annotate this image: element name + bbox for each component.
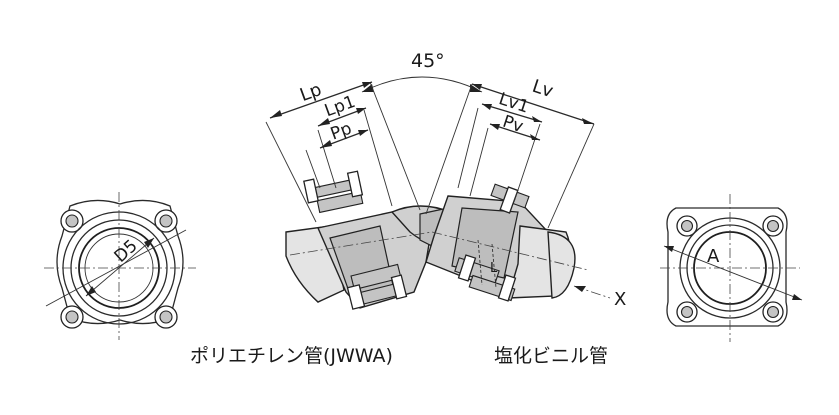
lp1-label: Lp1 [322,92,358,121]
angle-label: 45° [411,50,445,72]
right-bolt-tl [676,215,698,237]
left-bolt-br [154,305,178,329]
pp-label: Pp [328,119,355,145]
l-small-label: L [490,261,498,276]
caption-polyethylene: ポリエチレン管(JWWA) [190,345,393,367]
lv-label: Lv [530,76,556,102]
right-dimensions: Lv Lv1 Pv L [425,76,595,276]
left-bolt-tl [60,209,84,233]
right-bolt-bl [676,301,698,323]
elbow-fitting [285,170,589,310]
left-bolt-tr [154,209,178,233]
lp-label: Lp [297,79,324,106]
x-label: X [614,289,626,310]
right-bolt-br [762,301,784,323]
a-label: A [707,246,720,267]
left-bolt-bl [60,305,84,329]
left-end-view: D5 [44,192,196,340]
right-end-view: A [660,194,803,342]
right-bolt-tr [762,215,784,237]
caption-pvc: 塩化ビニル管 [494,345,608,367]
section-arrow: X [573,285,626,310]
angle-dimension: 45° [361,50,483,93]
